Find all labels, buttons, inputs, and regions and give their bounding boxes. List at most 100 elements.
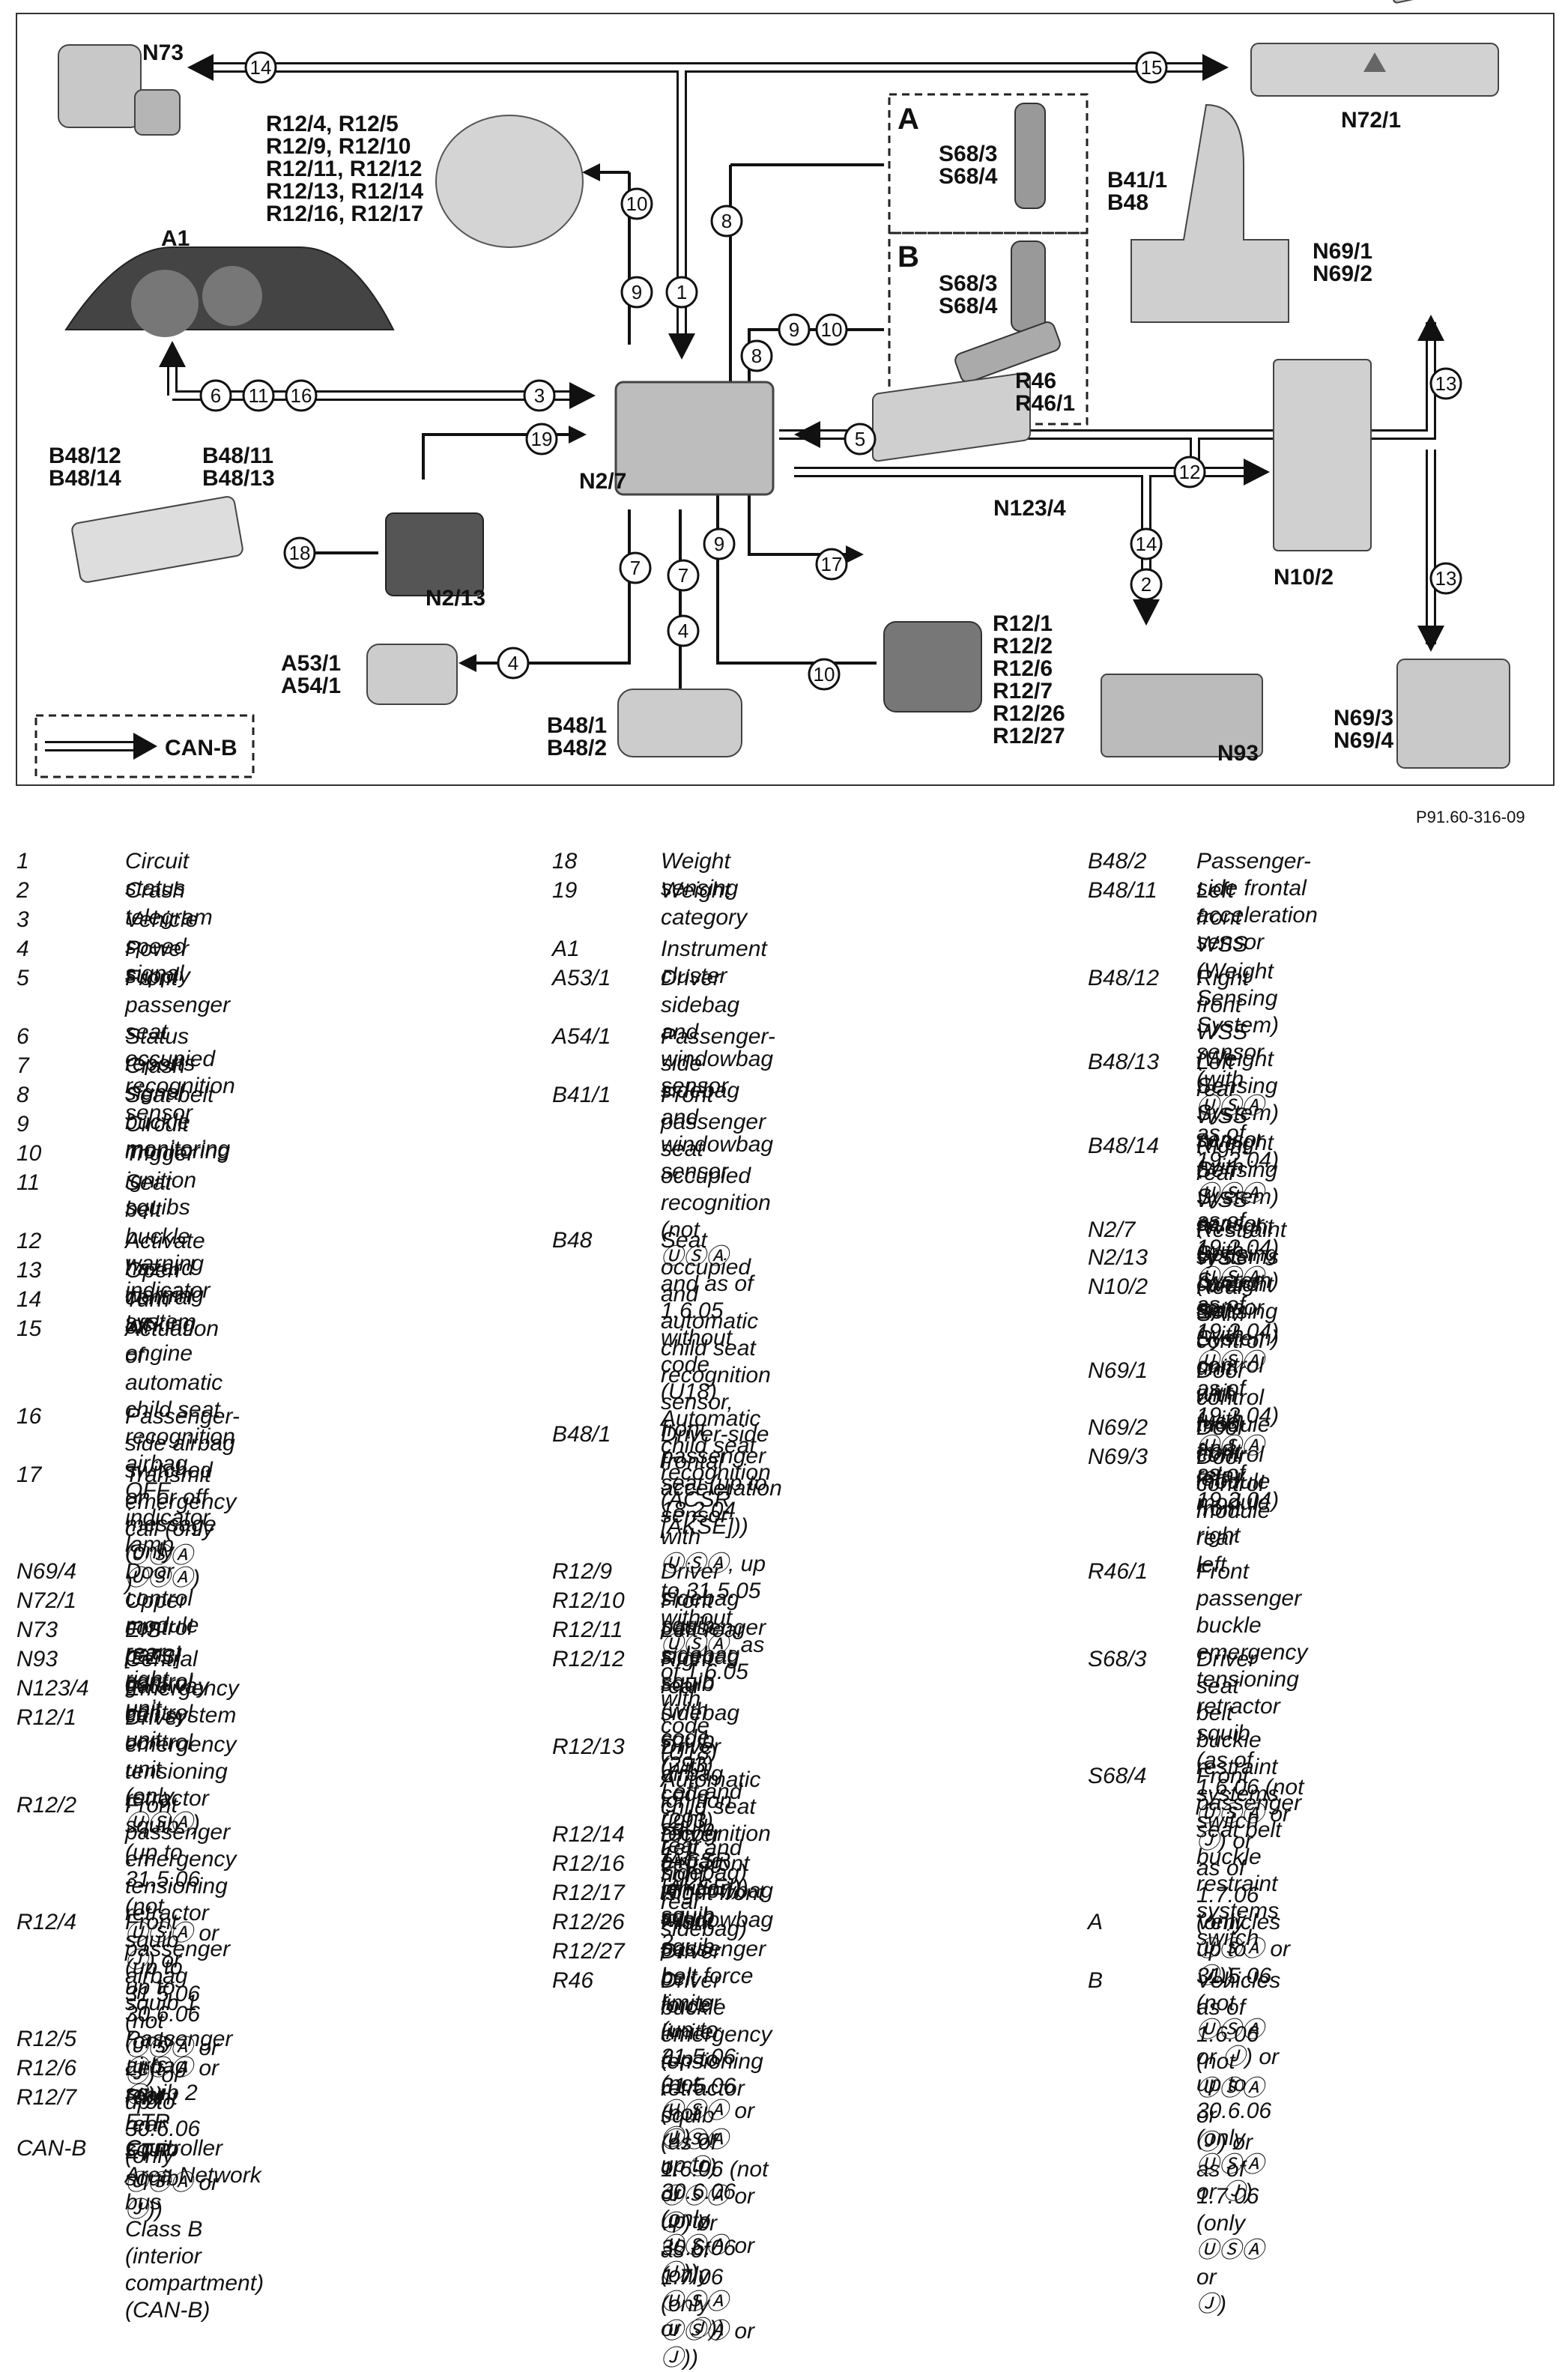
signal-7-right: 7: [667, 559, 700, 592]
legend-text: Circuit status: [125, 849, 190, 901]
signal-7-left: 7: [619, 551, 652, 584]
legend-code: 19: [552, 878, 578, 903]
legend-text: Driver airbag ignition squib 2: [661, 1822, 733, 1955]
legend-code: 2: [16, 878, 29, 903]
label-box-b: B: [897, 240, 919, 273]
signal-9-mid-label: 9: [789, 318, 799, 341]
signal-7-left-label: 7: [630, 557, 641, 579]
signal-4-left-label: 4: [508, 652, 518, 674]
legend-code: B48/2: [1088, 849, 1147, 874]
legend-text: Front passenger seat belt buckle restrai…: [1196, 1764, 1302, 1950]
legend-text: Crash telegram: [125, 878, 213, 930]
legend-code: R12/16: [552, 1851, 625, 1876]
legend-code: 18: [552, 849, 578, 874]
legend-text: Right rear ETR squib: [125, 2085, 179, 2191]
legend-code: R12/5: [16, 2027, 77, 2051]
legend-code: 15: [16, 1316, 42, 1341]
legend-code: B48: [552, 1228, 593, 1253]
legend-code: 9: [16, 1112, 29, 1137]
legend-text: Circuit monitoring: [125, 1112, 231, 1164]
label-n69-4: N69/4: [1334, 728, 1393, 753]
signal-7-right-label: 7: [678, 564, 688, 587]
signal-14-top-label: 14: [250, 56, 272, 79]
n10-fusebox: [1273, 359, 1372, 551]
signal-1: 1: [665, 276, 698, 309]
signal-9-top-label: 9: [632, 281, 642, 303]
etr-squib: [883, 621, 982, 712]
legend-text: Crash signal: [125, 1053, 186, 1105]
signal-8-top-label: 8: [721, 210, 732, 232]
legend-text: Instrument cluster: [661, 937, 767, 988]
legend-text: Left rear sidebag squib (with code (293)…: [661, 1618, 748, 1885]
legend-code: A54/1: [552, 1024, 611, 1049]
label-squib-2: R12/11, R12/12: [266, 157, 423, 181]
wiring-diagram: N73 N72/1 R12/4, R12/5 R12/9, R12/10 R12…: [16, 0, 1555, 786]
airbag: [435, 115, 584, 248]
legend-text: Right front windowbag squib: [661, 1881, 774, 1959]
legend-code: R12/7: [16, 2085, 77, 2110]
legend-code: 1: [16, 849, 29, 874]
signal-9-bottom: 9: [703, 527, 736, 560]
label-r12-1: R12/1: [993, 611, 1053, 636]
legend-code: R12/10: [552, 1588, 625, 1613]
signal-19-label: 19: [531, 428, 553, 450]
box-a: [888, 93, 1089, 235]
legend-code: 17: [16, 1462, 42, 1487]
signal-18-label: 18: [289, 542, 311, 564]
legend-text: Vehicle speed signal: [125, 907, 199, 986]
signal-2: 2: [1130, 568, 1163, 601]
label-b-s68-4: S68/4: [939, 294, 998, 318]
label-a54-1b: A54/1: [281, 674, 341, 698]
legend-text: Front passenger emergency tensioning ret…: [125, 1793, 237, 2222]
legend-code: B48/14: [1088, 1134, 1160, 1158]
signal-6-label: 6: [211, 384, 221, 407]
legend-text: Actuation of automatic child seat recogn…: [125, 1316, 235, 1557]
arrowheads: [159, 54, 1444, 652]
legend-code: CAN-B: [16, 2136, 87, 2161]
legend-text: Front passenger sidebag squib: [661, 1588, 766, 1694]
legend-text: EIS [EZS] control unit: [125, 1618, 193, 1723]
signal-5-label: 5: [855, 428, 865, 450]
legend-text: Status reports: [125, 1024, 196, 1076]
legend-text: Restraint systems control unit: [1196, 1217, 1287, 1323]
signal-11: 11: [242, 379, 275, 412]
legend-code: 3: [16, 907, 29, 932]
n123-unit: [872, 372, 1031, 462]
label-squib-3: R12/13, R12/14: [266, 179, 423, 204]
signal-1-label: 1: [676, 281, 687, 303]
legend-code: 8: [16, 1083, 29, 1107]
legend-code: R12/14: [552, 1822, 625, 1847]
legend-text: Door control module rear right: [125, 1559, 199, 1692]
signal-14-top: 14: [244, 51, 277, 84]
legend-code: 6: [16, 1024, 29, 1049]
signal-11-label: 11: [249, 384, 269, 407]
signal-16: 16: [285, 379, 318, 412]
label-a-s68-3: S68/3: [939, 142, 997, 166]
legend-code: R12/1: [16, 1705, 77, 1730]
legend-code: 5: [16, 966, 29, 990]
signal-15: 15: [1135, 51, 1168, 84]
legend-text: Activate hazard warning system: [125, 1229, 205, 1334]
legend-text: Weight sensing: [661, 849, 739, 901]
label-box-a: A: [897, 103, 919, 136]
signal-10-bottom: 10: [808, 658, 841, 691]
label-squib-0: R12/4, R12/5: [266, 112, 399, 136]
label-n2-13: N2/13: [426, 586, 485, 611]
legend-text: Left front windowbag squib: [661, 1851, 774, 1930]
legend-code: R12/13: [552, 1734, 625, 1759]
label-b48: B48: [1107, 190, 1148, 215]
instrument-cluster: [64, 246, 395, 337]
legend-text: Rear SAM control unit with fuse and rela…: [1196, 1274, 1271, 1515]
legend-text: WSS (Weight Sensing System) control unit…: [1196, 1245, 1280, 1513]
legend-code: R12/9: [552, 1559, 613, 1584]
legend-text: Passenger-side frontal acceleration sens…: [1196, 849, 1318, 954]
legend-text: Door control module rear left: [1196, 1444, 1271, 1577]
wss-sensors: [71, 496, 243, 583]
legend-text: Seat belt buckle warning indicator: [125, 1170, 211, 1303]
legend-code: N93: [16, 1647, 58, 1671]
a53-sensor: [366, 644, 458, 705]
legend-code: 10: [16, 1141, 42, 1166]
signal-10-top: 10: [620, 187, 653, 220]
legend-code: R12/6: [16, 2056, 77, 2081]
legend-text: Vehicles as of 1.6.06 (not ⓊⓈⒶ or Ⓙ) or …: [1196, 1968, 1281, 2317]
